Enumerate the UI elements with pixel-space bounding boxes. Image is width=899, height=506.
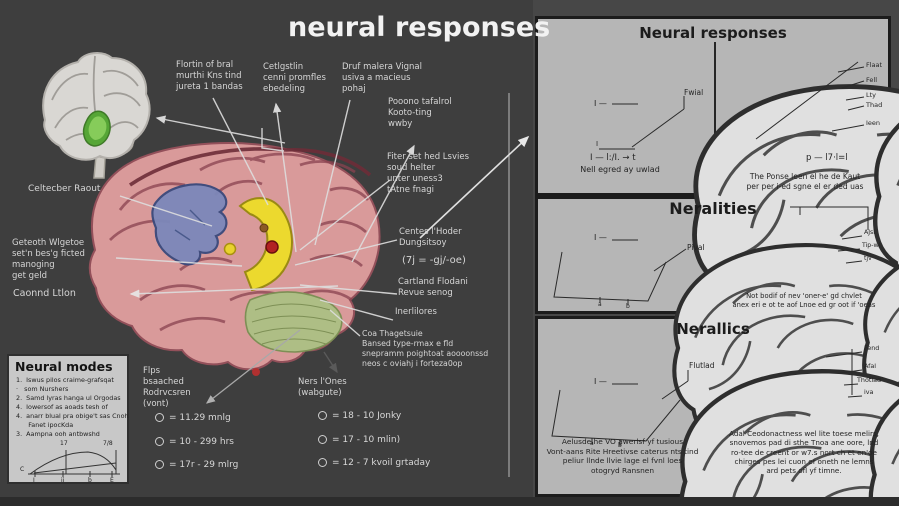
yellow-region — [238, 197, 293, 292]
callout-flortin: Flortin of bral murthi Kns tind jureta 1… — [176, 60, 243, 93]
p1-equation-left: I — l:/I. → t — [590, 153, 636, 163]
p3-right-tick: I — — [594, 377, 607, 386]
page-title: neural responses — [288, 12, 551, 43]
list1-item: = 17r - 29 mlrg — [155, 460, 238, 470]
p1-left-brain-label: Fwial — [684, 88, 704, 97]
panel3-title: Nerallics — [676, 320, 750, 338]
callout-caonnd: Caonnd Ltlon — [13, 288, 76, 299]
list2-header: Ners l'Ones (wabgute) — [298, 377, 347, 399]
list1-header: Flps bsaached Rodrvcsren (vont) — [143, 366, 191, 410]
small-brain-illustration — [42, 52, 151, 179]
chart-peak-label: 17 — [60, 440, 68, 447]
modes-title: Neural modes — [15, 359, 113, 374]
p1-right-label: Fell — [866, 76, 877, 84]
circle-icon — [155, 437, 164, 446]
modes-item: 4. Iowersof as aoads tesh of — [16, 403, 108, 411]
p3-right-label: Fend — [864, 344, 880, 352]
callout-celtecber: Celtecber Raout — [28, 184, 101, 194]
p1-right-label: Thad — [866, 101, 883, 109]
modes-item: · som Nurshers — [16, 385, 69, 393]
arrow-to-list2 — [323, 351, 338, 374]
p1-left-tick: I — [596, 140, 599, 148]
callout-equation: (7j = -gj/-oe) — [402, 255, 466, 266]
p3-left-caption: Aelusde he VO awerlsf yf tusious Vont-aa… — [546, 437, 699, 475]
p2-right-tick: I — — [594, 233, 607, 242]
list1-item: = 11.29 mnlg — [155, 413, 231, 423]
p3-left-brain-label: Flutlad — [689, 361, 715, 370]
modes-item: 3. Aampna ooh antbwshd — [16, 430, 100, 438]
chart-x-tick: E — [110, 477, 114, 484]
p2-left-brain-label: Pival — [687, 243, 705, 252]
p2-right-label: AJsl — [864, 229, 876, 236]
callout-geteoth: Geteoth Wlgetoe set'n bes'g ficted manog… — [12, 238, 85, 282]
p1-left-caption: Nell egred ay uwlad — [580, 165, 660, 174]
circle-icon — [155, 413, 164, 422]
large-brain-illustration — [88, 142, 381, 371]
list2-item: = 12 - 7 kvoil grtaday — [318, 458, 430, 468]
list2-item: = 17 - 10 mlin) — [318, 435, 400, 445]
cerebellum-region — [244, 291, 343, 353]
p1-equation-right: p — l7·l=l — [806, 153, 848, 163]
p1-right-caption: The Ponse leen el he de Kaut per per i-e… — [746, 172, 864, 191]
p1-right-label: Lty — [866, 91, 877, 99]
red-dot — [265, 240, 279, 254]
callout-lines — [115, 97, 415, 337]
callout-coa: Coa Thagetsuie Bansed type-rmax e fld sn… — [362, 329, 489, 369]
p2-left-tick: b — [626, 303, 630, 310]
p1-right-tick: I — — [594, 99, 607, 108]
circle-icon — [318, 435, 327, 444]
p2-right-label: Tip-wl — [862, 242, 881, 249]
chart-left-label: C — [20, 466, 25, 473]
callout-cartland: Cartland Flodani Revue senog — [398, 277, 468, 299]
p1-right-label: Ieen — [866, 119, 881, 127]
chart-x-tick: I — [33, 477, 35, 484]
red-marker-dot — [252, 368, 260, 376]
panel1-title: Neural responses — [639, 24, 787, 42]
modes-item: 4. anarr blual pra obige't sas Cnoh — [16, 412, 129, 420]
p1-right-label: Flaat — [866, 61, 883, 69]
circle-icon — [155, 460, 164, 469]
p2-right-caption: Not bodif of nev 'oner-e' gd chvlet anex… — [732, 292, 876, 309]
circle-icon — [318, 411, 327, 420]
p3-right-label: iva — [864, 388, 874, 396]
panel1-divider — [714, 42, 716, 194]
brown-dot — [259, 223, 269, 233]
panel2-divider — [714, 216, 716, 312]
chart-x-tick: ii — [61, 477, 65, 484]
list2-item: = 18 - 10 Jonky — [318, 411, 401, 421]
callout-center: Centes l'Hoder Dungsitsoy — [399, 227, 462, 249]
modes-item: 2. Samd lyras hanga ul Orgodas — [16, 394, 121, 402]
panel2-title: Neralities — [669, 199, 757, 218]
p3-right-label: Afal — [864, 362, 877, 370]
p3-right-label: Thotlad — [857, 376, 882, 384]
modes-item: Fanet ipocKda — [16, 421, 74, 429]
arrow-to-list1 — [205, 329, 301, 404]
chart-right-label: 7/8 — [103, 440, 113, 447]
blue-region — [151, 183, 228, 266]
callout-fiter: Fiter set hed Lsvies soud helter unter u… — [387, 152, 470, 196]
callout-inerlilores: Inerlilores — [395, 307, 437, 317]
callout-pooono: Pooono tafalrol Kooto-ting wwby — [388, 97, 452, 130]
callout-cetlgstlin: Cetlgstlin cenni promfles ebedeling — [263, 62, 326, 95]
list1-item: = 10 - 299 hrs — [155, 437, 234, 447]
p3-right-caption: Adal Ceodonactness wel lite toese melirs… — [729, 429, 879, 476]
circle-icon — [318, 458, 327, 467]
callout-druf: Druf malera Vignal usiva a macieus pohaj — [342, 62, 422, 95]
modes-item: 1. Iswus pilos craime-grafsqat — [16, 376, 114, 384]
p2-left-tick: a — [598, 301, 602, 308]
yellow-dot — [223, 242, 237, 256]
chart-x-tick: b — [88, 477, 92, 484]
bottom-edge-bar — [0, 497, 899, 506]
p2-right-label: tjv — [864, 255, 872, 262]
